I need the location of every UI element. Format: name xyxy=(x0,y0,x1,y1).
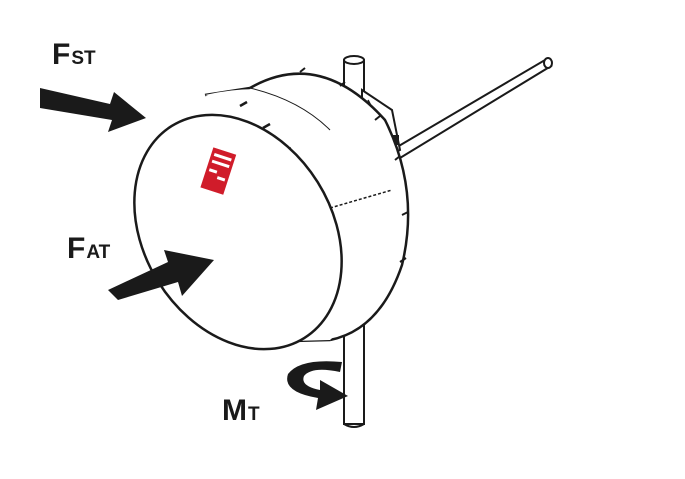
side-strut xyxy=(390,57,553,160)
force-st-arrow-icon xyxy=(40,88,146,132)
force-st-label: FST xyxy=(52,38,96,71)
force-at-arrow-icon xyxy=(108,250,214,300)
moment-t-curved-arrow-icon xyxy=(287,361,348,410)
antenna-logo-icon xyxy=(200,147,237,195)
antenna-radome xyxy=(133,67,410,351)
force-at-label: FAT xyxy=(67,232,111,265)
moment-t-label: MT xyxy=(222,394,260,427)
